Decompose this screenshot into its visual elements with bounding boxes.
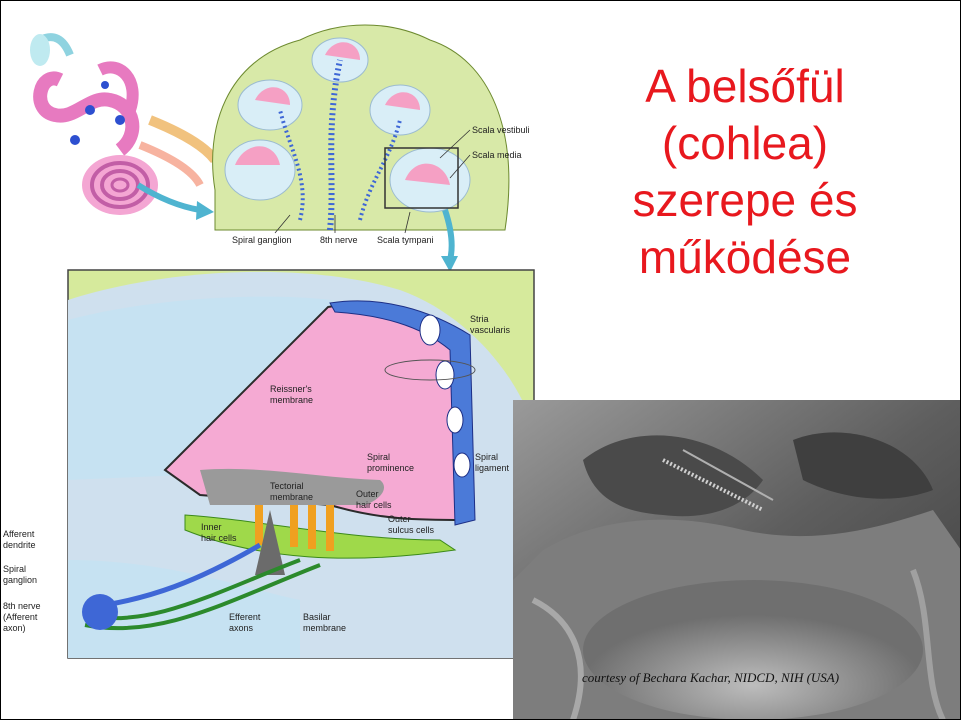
label-inner-hair-1: Inner: [201, 522, 222, 532]
label-stria-1: Stria: [470, 314, 489, 324]
label-tectorial-2: membrane: [270, 492, 313, 502]
label-spiral-ligament-1: Spiral: [475, 452, 498, 462]
label-reissner-2: membrane: [270, 395, 313, 405]
label-afferent-dendrite-2: dendrite: [3, 540, 36, 550]
label-efferent-1: Efferent: [229, 612, 261, 622]
title-line-3: szerepe és: [580, 172, 910, 229]
cochlea-cross-section: Scala vestibuli Scala media Spiral gangl…: [213, 25, 530, 272]
slide-title: A belsőfül (cohlea) szerepe és működése: [580, 58, 910, 286]
label-8th-nerve-2: (Afferent: [3, 612, 38, 622]
label-basilar-1: Basilar: [303, 612, 331, 622]
label-afferent-dendrite-1: Afferent: [3, 529, 35, 539]
label-basilar-2: membrane: [303, 623, 346, 633]
photo-credit: courtesy of Bechara Kachar, NIDCD, NIH (…: [582, 670, 839, 686]
title-line-1: A belsőfül: [580, 58, 910, 115]
label-outer-sulcus-2: sulcus cells: [388, 525, 435, 535]
label-reissner-1: Reissner's: [270, 384, 312, 394]
label-8th-nerve-1: 8th nerve: [3, 601, 41, 611]
label-inner-hair-2: hair cells: [201, 533, 237, 543]
label-outer-hair-2: hair cells: [356, 500, 392, 510]
organ-of-corti-detail: Stria vascularis Reissner's membrane Spi…: [3, 270, 534, 658]
label-spiral-ganglion-1: Spiral: [3, 564, 26, 574]
label-scala-tympani: Scala tympani: [377, 235, 434, 245]
inner-ear-sketch: [30, 34, 215, 220]
label-tectorial-1: Tectorial: [270, 481, 304, 491]
label-spiral-ganglion-2: ganglion: [3, 575, 37, 585]
label-8th-nerve-3: axon): [3, 623, 26, 633]
label-spiral-ganglion: Spiral ganglion: [232, 235, 292, 245]
label-outer-hair-1: Outer: [356, 489, 379, 499]
title-line-2: (cohlea): [580, 115, 910, 172]
label-spiral-ligament-2: ligament: [475, 463, 510, 473]
title-line-4: működése: [580, 229, 910, 286]
label-scala-vestibuli: Scala vestibuli: [472, 125, 530, 135]
label-scala-media: Scala media: [472, 150, 522, 160]
label-8th-nerve: 8th nerve: [320, 235, 358, 245]
label-efferent-2: axons: [229, 623, 254, 633]
label-stria-2: vascularis: [470, 325, 511, 335]
label-outer-sulcus-1: Outer: [388, 514, 411, 524]
label-spiral-prominence-2: prominence: [367, 463, 414, 473]
label-spiral-prominence-1: Spiral: [367, 452, 390, 462]
